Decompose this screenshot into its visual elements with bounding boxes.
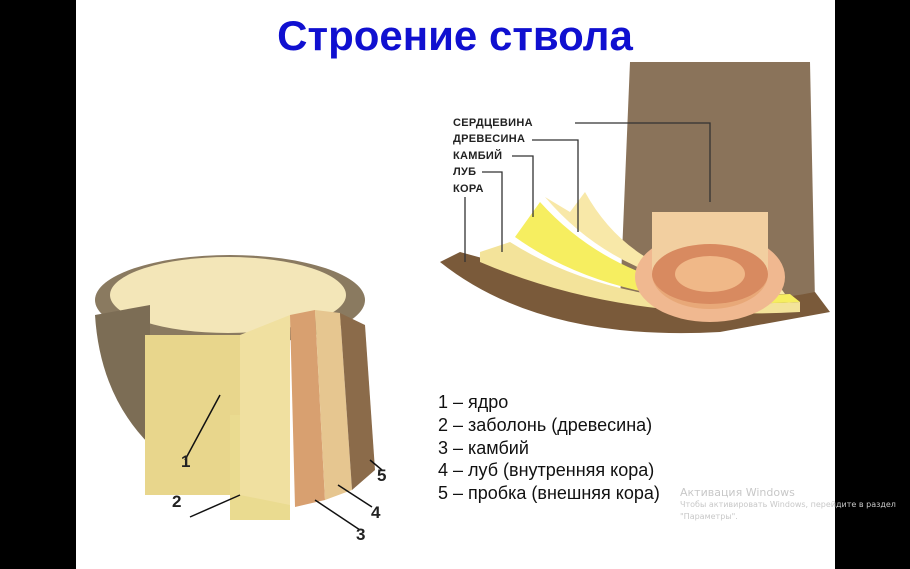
label-cambium: КАМБИЙ: [453, 150, 503, 162]
label-phloem: ЛУБ: [453, 166, 477, 178]
windows-activation-watermark: Активация Windows Чтобы активировать Win…: [680, 486, 896, 523]
slide-title: Строение ствола: [277, 12, 633, 59]
label-bark: КОРА: [453, 183, 484, 195]
legend-item-1: 1 – ядро: [438, 392, 509, 412]
stump-number-4: 4: [371, 503, 381, 522]
trunk-illustration: [440, 62, 830, 334]
legend-item-4: 4 – луб (внутренняя кора): [438, 460, 655, 480]
label-wood: ДРЕВЕСИНА: [453, 133, 526, 145]
legend-item-2: 2 – заболонь (древесина): [438, 415, 653, 435]
stump-illustration: [95, 255, 383, 531]
stump-number-1: 1: [181, 452, 191, 471]
watermark-title: Активация Windows: [680, 486, 795, 499]
stump-number-2: 2: [172, 492, 182, 511]
stump-number-3: 3: [356, 525, 366, 544]
stump-number-5: 5: [377, 466, 387, 485]
label-heartwood: СЕРДЦЕВИНА: [453, 117, 533, 129]
legend-item-5: 5 – пробка (внешняя кора): [438, 483, 660, 503]
watermark-line1: Чтобы активировать Windows, перейдите в …: [680, 500, 896, 509]
watermark-line2: "Параметры".: [680, 512, 738, 521]
legend-item-3: 3 – камбий: [438, 438, 529, 458]
